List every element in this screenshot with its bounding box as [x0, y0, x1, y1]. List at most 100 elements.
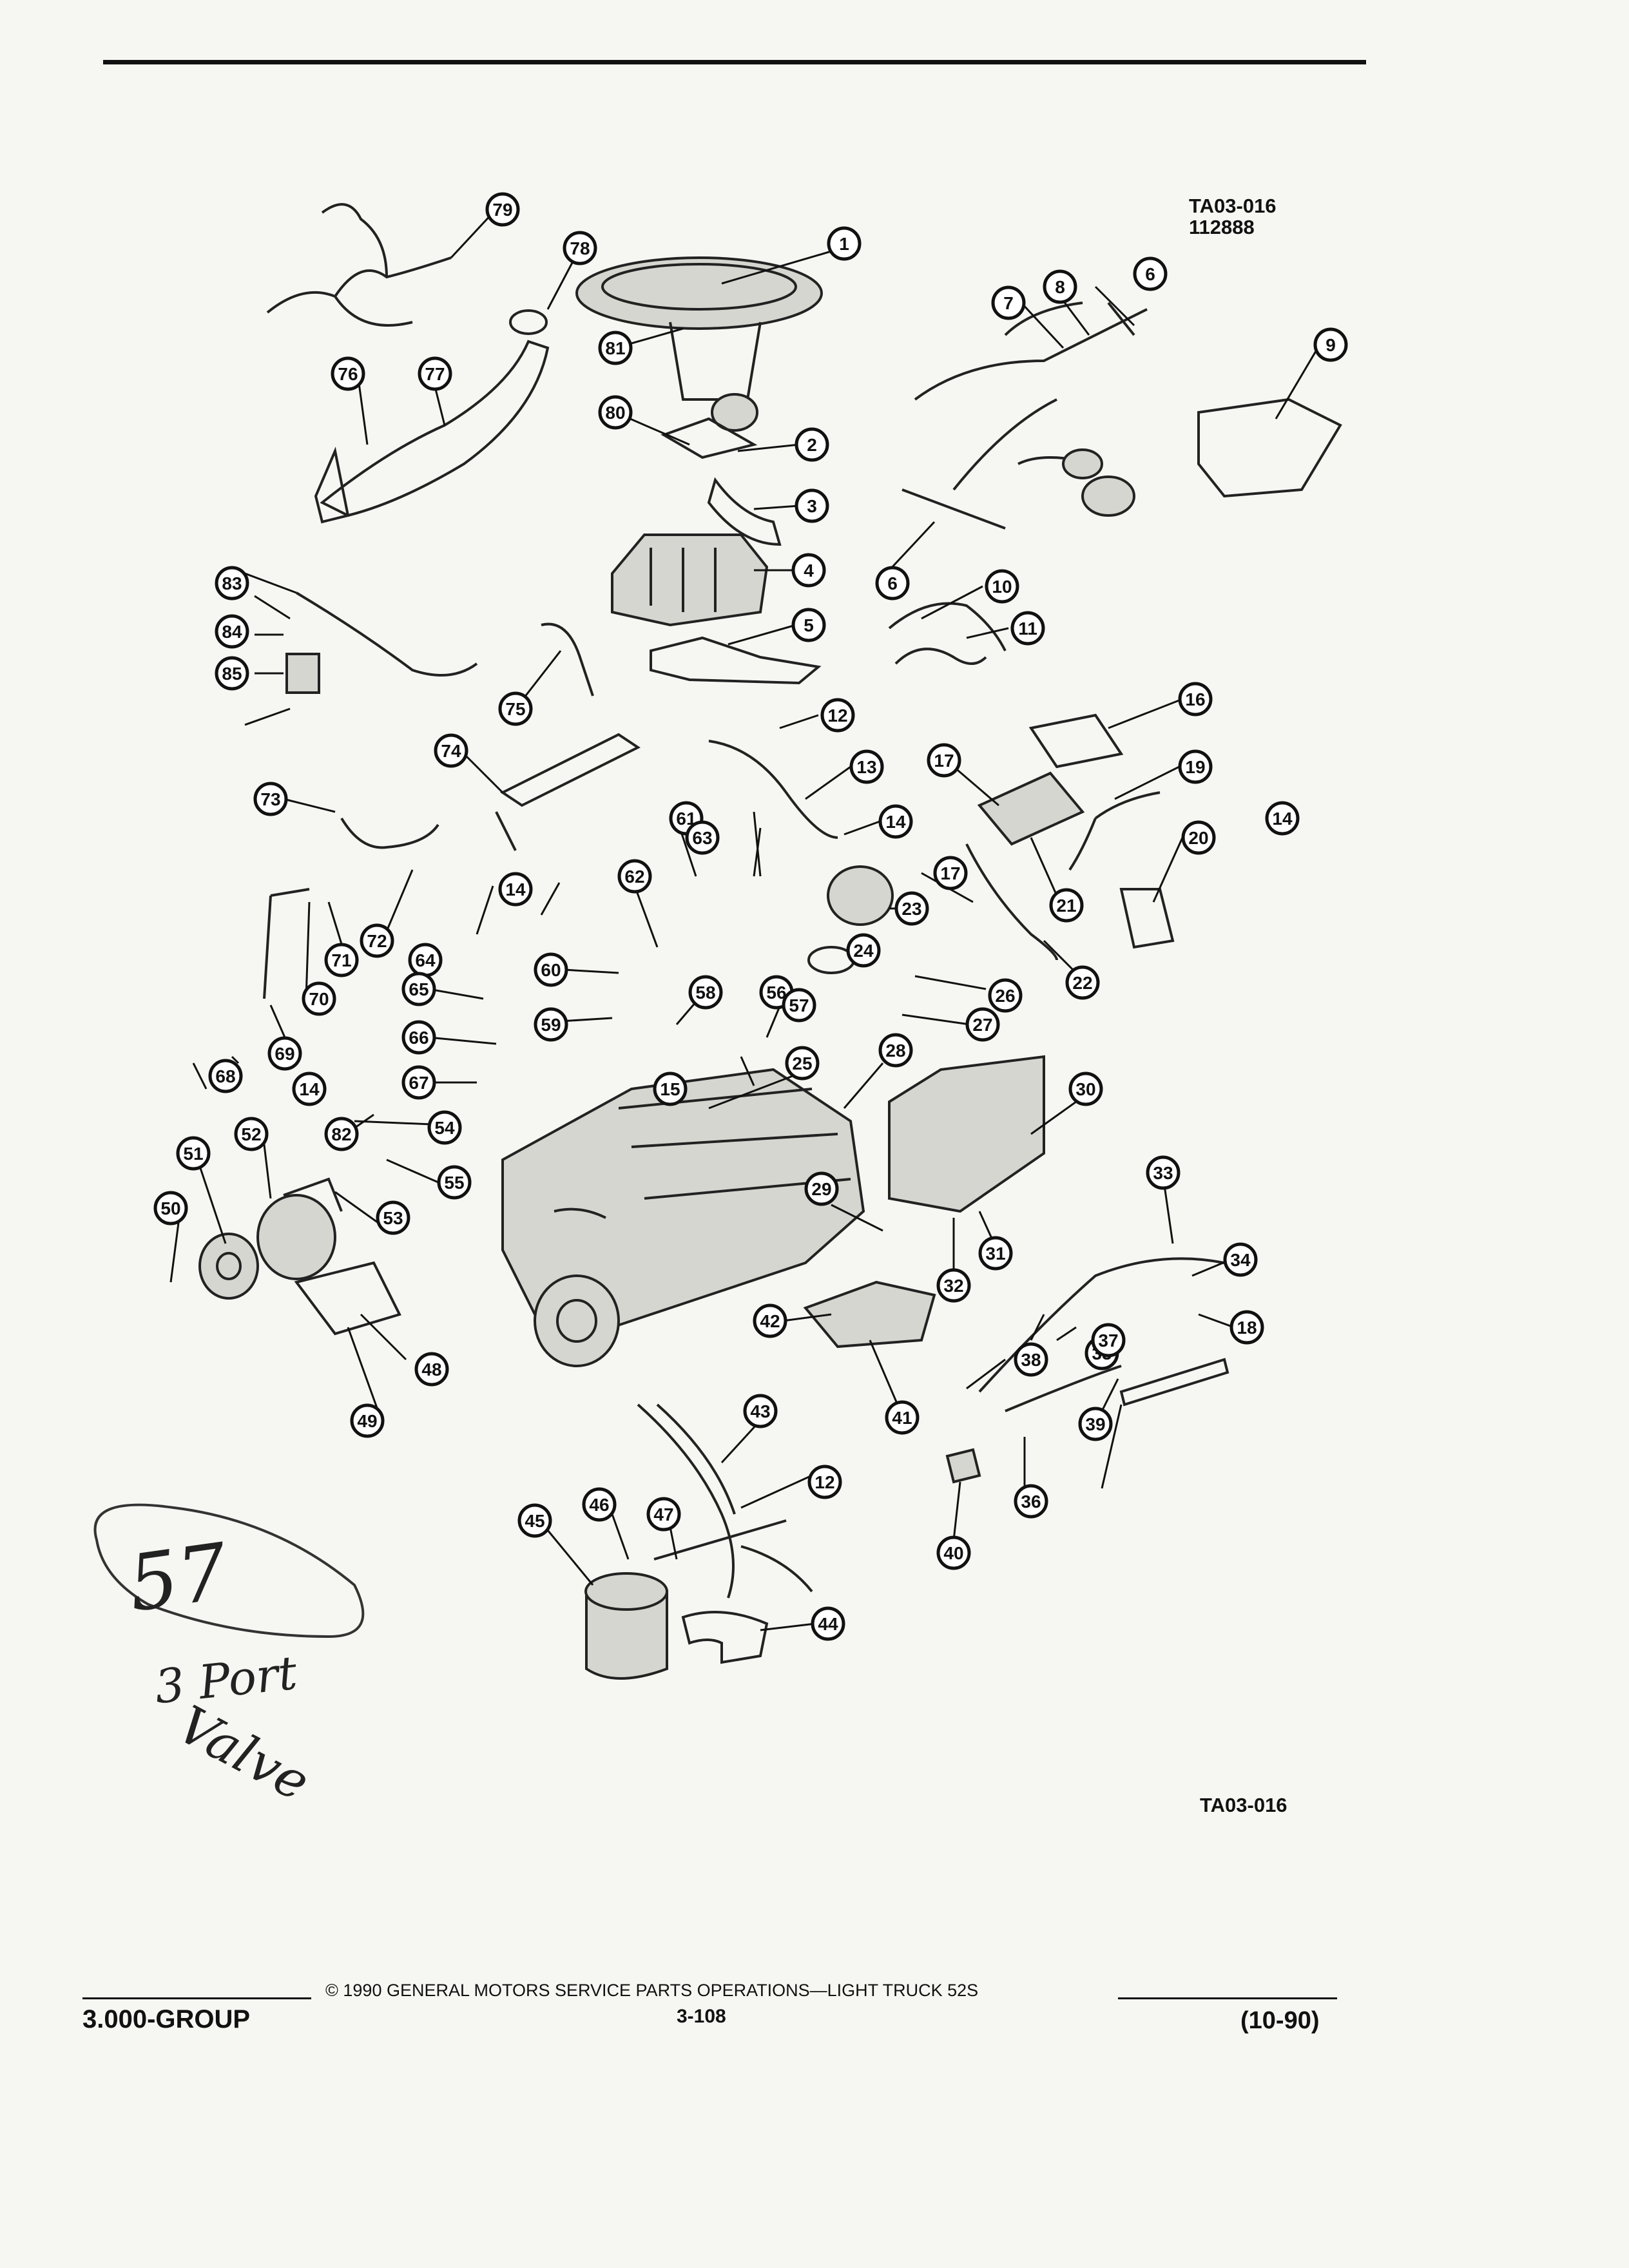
callout-circle [795, 427, 829, 462]
callout-9: 9 [1313, 327, 1348, 362]
callout-circle [936, 1268, 971, 1303]
callout-74: 74 [434, 733, 468, 768]
callout-circle [965, 1007, 1000, 1042]
callout-number: 1 [839, 234, 849, 254]
callout-48: 48 [414, 1352, 449, 1387]
leader-lines [169, 211, 1319, 1631]
callout-circle [215, 656, 249, 691]
callout-31: 31 [978, 1236, 1013, 1271]
callout-circle [1065, 965, 1100, 1000]
callout-number: 46 [589, 1495, 609, 1515]
callout-number: 6 [1145, 264, 1155, 284]
callout-number: 74 [441, 741, 461, 761]
callout-circle [791, 608, 826, 642]
callout-number: 29 [811, 1179, 831, 1199]
callout-circle [360, 923, 394, 958]
callout-6: 6 [1133, 256, 1168, 291]
callout-number: 62 [624, 867, 644, 887]
callout-44: 44 [811, 1606, 845, 1641]
callout-number: 54 [434, 1118, 455, 1138]
callout-number: 65 [409, 979, 429, 999]
callout-circle [811, 1606, 845, 1641]
callout-circle [985, 569, 1019, 604]
callout-32: 32 [936, 1268, 971, 1303]
callout-2: 2 [795, 427, 829, 462]
callout-23: 23 [894, 891, 929, 926]
callout-circle [1146, 1155, 1181, 1190]
callout-number: 49 [357, 1411, 377, 1431]
callout-26: 26 [988, 978, 1023, 1013]
handwritten-oval [93, 1503, 365, 1639]
callout-circle [253, 782, 288, 816]
callout-circle [753, 1303, 787, 1338]
callout-number: 22 [1072, 973, 1092, 993]
callout-81: 81 [598, 331, 633, 365]
callout-73: 73 [253, 782, 288, 816]
callout-number: 85 [222, 664, 242, 684]
callout-number: 51 [183, 1144, 203, 1164]
callout-number: 39 [1085, 1414, 1105, 1434]
callout-number: 40 [943, 1543, 963, 1563]
callout-14: 14 [1265, 801, 1300, 836]
callout-number: 83 [222, 573, 242, 593]
callout-13: 13 [849, 749, 884, 784]
callout-42: 42 [753, 1303, 787, 1338]
callout-circle [894, 891, 929, 926]
callout-circle [885, 1400, 920, 1435]
callout-53: 53 [376, 1200, 410, 1235]
callout-46: 46 [582, 1487, 617, 1522]
callout-number: 82 [331, 1124, 351, 1144]
callout-circle [427, 1110, 462, 1145]
callout-circle [437, 1165, 472, 1200]
callout-number: 50 [160, 1198, 180, 1218]
callout-number: 66 [409, 1028, 429, 1048]
callout-63: 63 [685, 820, 720, 855]
callout-82: 82 [324, 1117, 359, 1151]
callout-50: 50 [153, 1191, 188, 1225]
callout-17: 17 [927, 743, 961, 778]
callout-3: 3 [795, 488, 829, 523]
callout-number: 21 [1056, 896, 1076, 916]
callout-number: 38 [1021, 1350, 1041, 1370]
callout-79: 79 [485, 192, 520, 227]
callout-circle [324, 1117, 359, 1151]
callout-circle [820, 698, 855, 733]
callout-circle [1014, 1342, 1048, 1377]
callout-circle [988, 978, 1023, 1013]
callout-84: 84 [215, 614, 249, 649]
callout-number: 41 [892, 1408, 912, 1428]
callout-14: 14 [878, 804, 913, 839]
footer-group: 3.000-GROUP [82, 2005, 251, 2033]
callout-circle [401, 972, 436, 1006]
callout-41: 41 [885, 1400, 920, 1435]
callout-circle [331, 356, 365, 391]
callout-circle [785, 1046, 820, 1081]
callout-circle [685, 820, 720, 855]
callout-number: 42 [760, 1311, 780, 1331]
footer-rule-right [1118, 1997, 1337, 1999]
callout-circle [936, 1535, 971, 1570]
callout-circle [846, 933, 881, 968]
callout-circle [414, 1352, 449, 1387]
callout-number: 17 [940, 863, 960, 883]
callout-number: 11 [1018, 619, 1037, 639]
callout-number: 4 [804, 561, 814, 581]
callout-17: 17 [933, 856, 968, 890]
figure-id-bottom: TA03-016 [1200, 1794, 1287, 1816]
callout-number: 27 [972, 1015, 992, 1035]
callout-circle [582, 1487, 617, 1522]
callout-number: 52 [241, 1124, 261, 1144]
callout-49: 49 [350, 1403, 385, 1438]
callout-circle [807, 1465, 842, 1499]
callout-number: 13 [856, 757, 876, 777]
callout-57: 57 [782, 988, 816, 1023]
callout-27: 27 [965, 1007, 1000, 1042]
callout-circle [1178, 682, 1213, 716]
callout-29: 29 [804, 1171, 839, 1206]
callout-circle [1014, 1484, 1048, 1519]
callout-34: 34 [1223, 1242, 1258, 1277]
callout-circle [302, 981, 336, 1016]
callout-number: 81 [605, 338, 625, 358]
callout-14: 14 [498, 872, 533, 907]
callout-11: 11 [1010, 611, 1045, 646]
